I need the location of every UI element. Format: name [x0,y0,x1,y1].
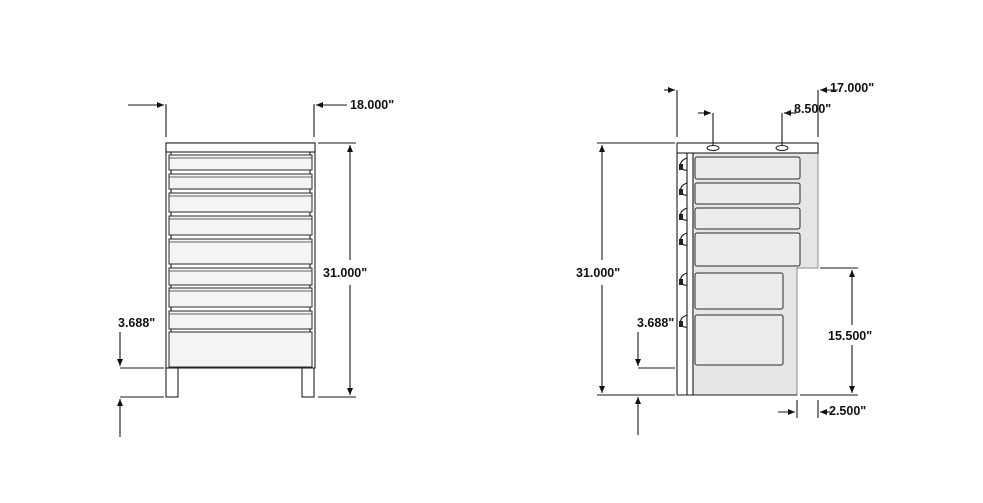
drawer-front [168,238,313,265]
side-height-label: 31.000" [576,266,620,280]
side-drawer-outlines [694,156,801,366]
side-depth-dimension: 17.000" [664,81,874,137]
mount-hole [775,145,789,151]
drawer-front [168,215,313,236]
mount-hole [706,145,720,151]
side-hole-label: 8.500" [794,102,831,116]
side-step-label: 2.500" [829,404,866,418]
front-base-label: 3.688" [118,316,155,330]
front-legs [165,367,315,398]
front-view: 18.000" 31.000" 3.688" [117,98,394,437]
side-drawer [694,207,801,230]
side-drawer [694,314,784,366]
side-drawer [694,272,784,310]
side-base-dimension: 3.688" [635,316,675,435]
side-drawer-handles [679,157,688,328]
side-front-frame [676,153,797,396]
front-drawers [168,154,313,368]
front-width-label: 18.000" [350,98,394,112]
drawer-front [168,331,313,368]
side-drawer [694,156,801,180]
front-width-dimension: 18.000" [128,98,394,137]
side-height-dimension: 31.000" [576,142,675,396]
front-base-dimension: 3.688" [117,316,164,437]
drawer-front [168,267,313,286]
drawer-front [168,192,313,213]
side-top-slab [676,142,819,154]
side-drawer [694,182,801,205]
front-height-dimension: 31.000" [318,142,367,398]
drawer-front [168,310,313,330]
side-lower-height-dimension: 15.500" [800,267,872,396]
drawer-front [168,287,313,308]
side-step-dimension: 2.500" [778,400,866,418]
drawer-front [168,154,313,171]
front-height-label: 31.000" [323,266,367,280]
side-view: 17.000" 8.500" 31.000" 3.688" [576,81,874,435]
side-hole-dimension: 8.500" [698,102,831,145]
side-depth-label: 17.000" [830,81,874,95]
side-drawer [694,232,801,267]
side-lower-height-label: 15.500" [828,329,872,343]
drawer-front [168,173,313,190]
side-base-label: 3.688" [637,316,674,330]
